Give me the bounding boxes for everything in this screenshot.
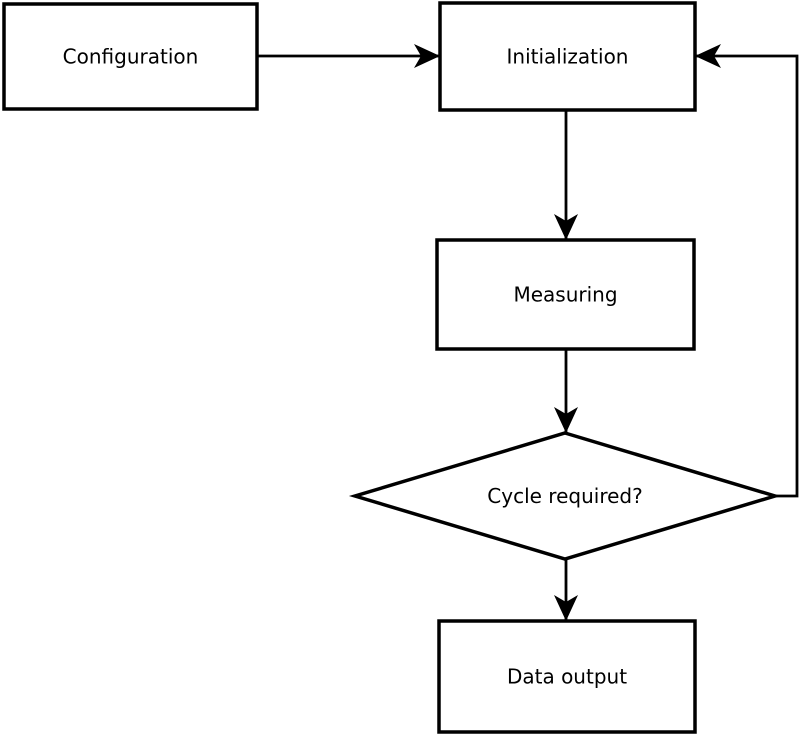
edge-cycle-required-to-initialization xyxy=(695,54,799,498)
node-measuring-label: Measuring xyxy=(513,283,617,307)
arrowhead-measuring-to-cycle-required xyxy=(554,407,578,433)
node-cycle-required-label: Cycle required? xyxy=(487,484,642,508)
arrowhead-cycle-required-to-initialization xyxy=(695,44,721,68)
arrowhead-cycle-required-to-data-output xyxy=(554,595,578,621)
node-cycle-required-shape xyxy=(348,431,782,561)
node-data-output-label: Data output xyxy=(507,665,627,689)
node-configuration-label: Configuration xyxy=(63,45,199,69)
node-measuring-shape xyxy=(435,238,696,351)
node-configuration-shape xyxy=(2,2,259,111)
node-data-output-shape xyxy=(437,619,697,734)
arrowhead-initialization-to-measuring xyxy=(554,214,578,240)
arrowhead-configuration-to-initialization xyxy=(414,44,440,68)
node-initialization-shape xyxy=(438,1,697,112)
node-initialization-label: Initialization xyxy=(507,45,629,69)
